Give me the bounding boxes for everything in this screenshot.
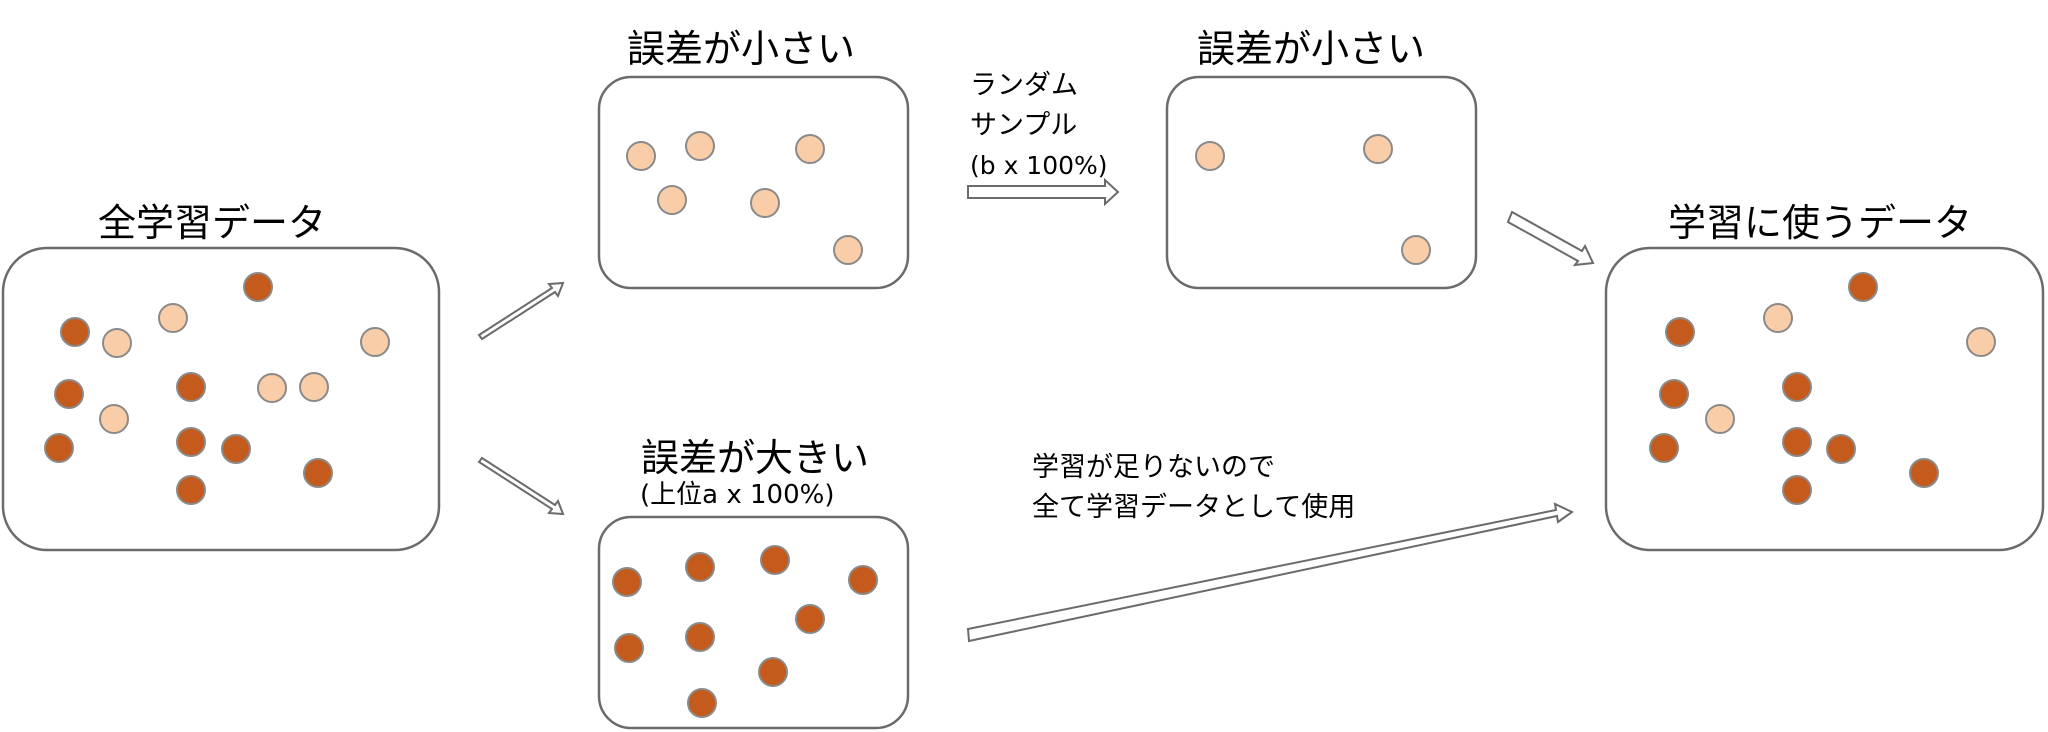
high-error-dot [795,604,825,634]
low-error-dot [795,134,825,164]
arrow-to-low-error [477,281,565,341]
low-error-dot [1763,303,1793,333]
low-error-dot [1363,134,1393,164]
high-error-dot [54,379,84,409]
train-data-title: 学習に使うデータ [1668,201,1973,245]
high-error-dot [687,688,717,718]
high-error-dot [1782,427,1812,457]
all-data-title: 全学習データ [98,201,327,245]
low-error-box [597,75,910,290]
high-error-dot [1782,372,1812,402]
high-error-dot [848,565,878,595]
use-all-line1: 学習が足りないので [1032,452,1275,483]
low-error-dot [657,185,687,215]
low-error-dot [1401,235,1431,265]
random-sample-note: ランダム サンプル (b x 100%) [970,66,1108,186]
high-error-dot [176,427,206,457]
use-all-note: 学習が足りないので 全て学習データとして使用 [1032,448,1355,528]
low-error-dot [257,373,287,403]
low-error-dot [1966,327,1996,357]
high-error-dot [614,633,644,663]
high-error-dot [685,552,715,582]
high-error-dot [44,433,74,463]
low-error-dot [750,188,780,218]
high-error-dot [1649,433,1679,463]
low-error-title: 誤差が小さい [627,27,856,71]
low-error-dot [158,303,188,333]
high-error-dot [1909,458,1939,488]
high-error-dot [1826,434,1856,464]
low-error-dot [1705,404,1735,434]
high-error-dot [60,317,90,347]
high-error-dot [176,475,206,505]
high-error-dot [758,657,788,687]
high-error-dot [612,567,642,597]
random-sample-line1: ランダム [970,70,1078,101]
high-error-dot [1659,379,1689,409]
high-error-dot [1782,475,1812,505]
arrow-use-all [966,502,1574,643]
arrow-to-high-error [477,456,565,516]
random-sample-line2: サンプル [970,110,1078,141]
use-all-line2: 全て学習データとして使用 [1032,492,1356,523]
low-error-dot [626,141,656,171]
low-error-dot [99,404,129,434]
low-error-dot [833,235,863,265]
high-error-dot [1848,272,1878,302]
dot-layer [44,131,1996,718]
high-error-dot [1665,317,1695,347]
sampled-box [1165,75,1478,290]
high-error-dot [760,545,790,575]
low-error-dot [1195,141,1225,171]
high-error-dot [221,434,251,464]
arrow-to-train-data [1506,210,1595,267]
high-error-box [597,515,910,730]
low-error-dot [299,372,329,402]
high-error-dot [243,272,273,302]
high-error-dot [685,622,715,652]
high-error-dot [303,458,333,488]
high-error-subtitle: (上位a x 100%) [640,480,835,510]
low-error-dot [685,131,715,161]
sampled-title: 誤差が小さい [1197,27,1426,71]
random-sample-line3: (b x 100%) [970,151,1108,180]
arrow-random-sample [967,177,1120,207]
high-error-title: 誤差が大きい [641,436,870,480]
high-error-dot [176,372,206,402]
low-error-dot [360,327,390,357]
low-error-dot [102,328,132,358]
